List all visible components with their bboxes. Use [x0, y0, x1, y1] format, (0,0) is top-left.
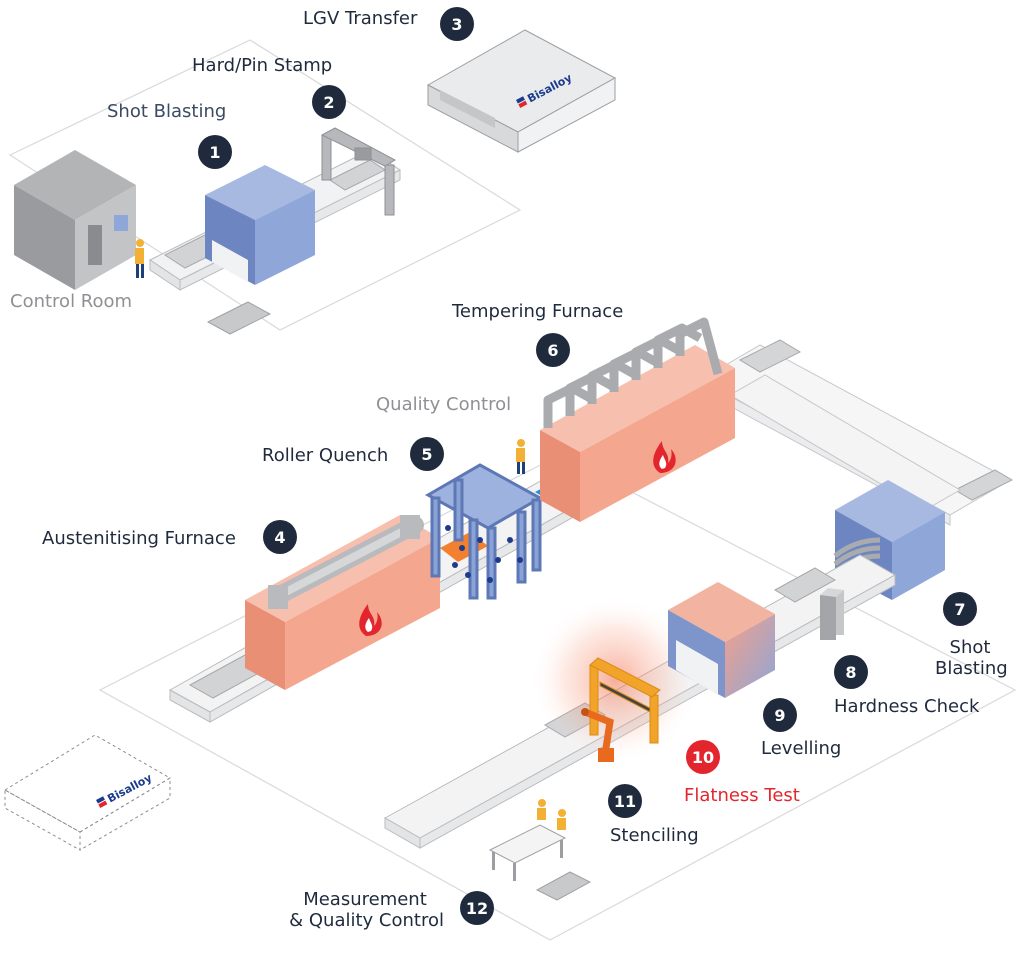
step-label-12-line1: Measurement	[303, 889, 427, 910]
step-badge-8: 8	[834, 655, 868, 689]
step-badge-3: 3	[440, 7, 474, 41]
water-drops	[445, 525, 523, 583]
roller-quench-frame	[424, 463, 544, 600]
step-label-4: Austenitising Furnace	[42, 528, 236, 549]
shot-blasting-cabinet-1	[205, 165, 315, 285]
flatness-gantry	[589, 657, 661, 744]
tempering-furnace	[540, 317, 735, 522]
step-badge-10: 10	[686, 740, 720, 774]
bisalloy-logo: Bisalloy	[96, 771, 154, 808]
hardness-tester	[820, 588, 844, 640]
control-room-label: Control Room	[10, 291, 133, 312]
control-room-building	[14, 150, 136, 290]
step-label-8: Hardness Check	[834, 696, 980, 717]
robot-arm-icon	[581, 708, 614, 762]
step-label-10: Flatness Test	[684, 785, 800, 806]
step-label-6: Tempering Furnace	[452, 301, 624, 322]
worker-icon	[516, 439, 525, 474]
step-badge-9: 9	[763, 698, 797, 732]
step-badge-1: 1	[198, 135, 232, 169]
worker-icon	[135, 239, 144, 278]
step-label-3: LGV Transfer	[303, 8, 418, 29]
step-label-9: Levelling	[761, 738, 842, 759]
step-badge-12: 12	[460, 891, 494, 925]
step-badge-7: 7	[943, 592, 977, 626]
measurement-table	[488, 824, 592, 901]
levelling-machine	[668, 582, 775, 698]
step-badge-11: 11	[608, 784, 642, 818]
svg-text:Bisalloy: Bisalloy	[105, 771, 154, 805]
step-label-11: Stenciling	[610, 825, 699, 846]
step-badge-2: 2	[312, 85, 346, 119]
step-label-7: Shot Blasting	[935, 637, 1008, 679]
quality-control-label: Quality Control	[376, 394, 512, 415]
stamp-gantry	[320, 127, 397, 216]
step-badge-6: 6	[536, 333, 570, 367]
flame-icon	[359, 604, 382, 636]
step-label-7-line2: Blasting	[935, 657, 1008, 679]
step-label-7-line1: Shot	[949, 637, 991, 658]
step-label-5: Roller Quench	[262, 445, 389, 466]
flame-icon	[653, 441, 676, 473]
step-label-1: Shot Blasting	[107, 101, 227, 122]
step-badge-4: 4	[263, 520, 297, 554]
step-label-12: Measurement & Quality Control	[286, 889, 444, 931]
step-badge-5: 5	[410, 437, 444, 471]
worker-icon	[537, 799, 566, 830]
step-label-12-line2: & Quality Control	[289, 909, 444, 931]
lgv-transfer-vehicle: Bisalloy	[426, 29, 617, 153]
lgv-transfer-vehicle-dashed	[4, 734, 171, 851]
return-conveyor	[698, 339, 1014, 526]
step-label-2: Hard/Pin Stamp	[192, 55, 333, 76]
steel-plate	[206, 301, 272, 335]
